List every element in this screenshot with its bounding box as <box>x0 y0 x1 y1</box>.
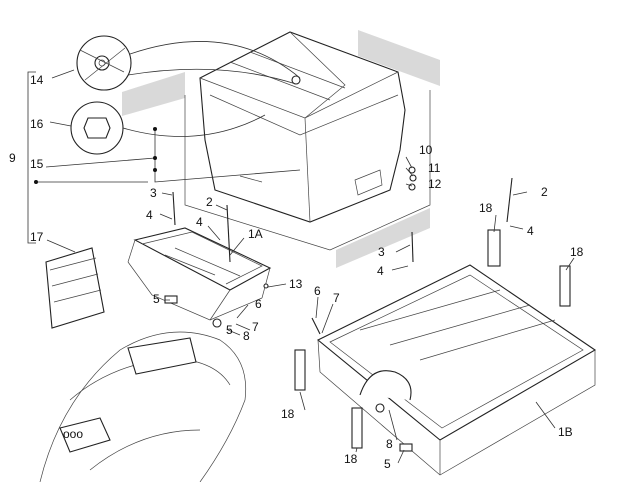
label-10: 10 <box>419 143 433 157</box>
large-rack-1B <box>316 264 597 476</box>
scooter-rear-body: ooo <box>39 331 247 482</box>
lock-detail-callout <box>76 35 301 91</box>
strap-18a <box>487 229 501 267</box>
label-9: 9 <box>9 151 16 165</box>
backdrop-band-lower <box>336 208 430 268</box>
top-case <box>199 31 406 223</box>
part-6b <box>311 317 321 335</box>
label-4c: 4 <box>527 224 534 238</box>
label-11: 11 <box>428 161 441 175</box>
label-16: 16 <box>30 117 44 131</box>
label-4b: 4 <box>196 215 203 229</box>
label-5b: 5 <box>226 323 233 337</box>
strap-18b <box>559 265 571 307</box>
label-2b: 2 <box>541 185 548 199</box>
label-18b: 18 <box>570 245 584 259</box>
leader-lines <box>159 156 575 464</box>
label-18d: 18 <box>344 452 358 466</box>
svg-text:ooo: ooo <box>63 427 83 441</box>
bolt-3b <box>411 231 414 263</box>
label-7a: 7 <box>252 320 259 334</box>
label-8a: 8 <box>243 329 250 343</box>
label-8b: 8 <box>386 437 393 451</box>
label-4d: 4 <box>377 264 384 278</box>
leader-lines-9 <box>34 128 301 183</box>
rear-rack-1A <box>127 227 272 321</box>
label-17: 17 <box>30 230 44 244</box>
label-3a: 3 <box>150 186 157 200</box>
label-15: 15 <box>30 157 44 171</box>
bolt-2b <box>506 177 513 223</box>
backdrop-band-right <box>358 30 440 86</box>
strap-18d <box>351 407 363 449</box>
document-bag <box>45 239 105 329</box>
label-14: 14 <box>30 73 44 87</box>
clip-5a <box>164 295 178 304</box>
explode-outline <box>184 90 431 251</box>
label-5c: 5 <box>384 457 391 471</box>
label-2a: 2 <box>206 195 213 209</box>
bolt-3a <box>172 191 176 226</box>
brand-emblem-callout <box>70 101 266 155</box>
label-5a: 5 <box>153 292 160 306</box>
label-12: 12 <box>428 177 442 191</box>
label-3b: 3 <box>378 245 385 259</box>
group-bracket-9 <box>27 71 36 244</box>
backdrop-band-left <box>122 72 185 116</box>
piaggio-emblem-icon <box>83 117 111 139</box>
label-13: 13 <box>289 277 303 291</box>
strap-18c <box>294 349 306 391</box>
label-1A: 1A <box>248 227 263 241</box>
label-18a: 18 <box>479 201 493 215</box>
label-1B: 1B <box>558 425 573 439</box>
clip-5c <box>399 443 413 452</box>
label-7b: 7 <box>333 291 340 305</box>
label-6a: 6 <box>255 297 262 311</box>
label-4a: 4 <box>146 208 153 222</box>
label-6b: 6 <box>314 284 321 298</box>
label-18c: 18 <box>281 407 295 421</box>
bolt-2a <box>226 204 231 263</box>
